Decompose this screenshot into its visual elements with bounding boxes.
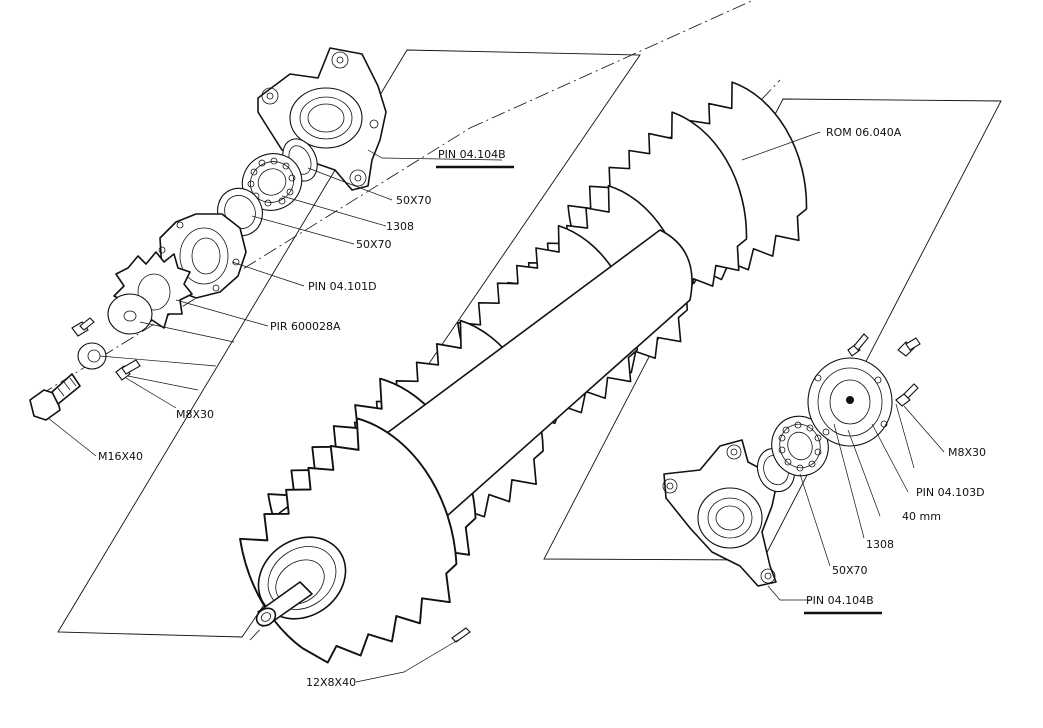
- spacer-washer: [107, 293, 153, 335]
- shaft-key: [451, 627, 471, 643]
- part-labels: PIN 04.104B ROM 06.040A 50X70 1308 50X70…: [98, 126, 986, 689]
- bolt-top-right-b: [847, 333, 869, 357]
- reference-plane-center: [57, 49, 641, 638]
- label-seal-50x70-c: 50X70: [832, 564, 868, 577]
- label-m16x40: M16X40: [98, 450, 143, 463]
- bolt-m8x30-left: [115, 359, 141, 381]
- label-pin-04-101d: PIN 04.101D: [308, 280, 377, 293]
- label-pin-04-104b-bottom: PIN 04.104B: [806, 594, 874, 607]
- bolt-m16x40: [29, 373, 81, 421]
- bolt-m8x30-right: [895, 383, 919, 407]
- label-bearing-1308-a: 1308: [386, 220, 414, 233]
- label-key-12x8x40: 12X8X40: [306, 676, 356, 689]
- small-washer: [77, 342, 107, 370]
- end-cover-pin-04-103d: [807, 357, 893, 447]
- bolt-small-left: [71, 317, 95, 337]
- bolt-top-right-a: [897, 337, 921, 357]
- label-40mm: 40 mm: [902, 510, 941, 523]
- label-pin-04-104b-top: PIN 04.104B: [438, 148, 506, 161]
- label-rom-06-040a: ROM 06.040A: [826, 126, 902, 139]
- flange-housing-bottom: [662, 439, 779, 587]
- bearing-1308-b: [771, 415, 829, 477]
- label-pin-04-103d: PIN 04.103D: [916, 486, 985, 499]
- label-pir-600028a: PIR 600028A: [270, 320, 341, 333]
- label-seal-50x70-b: 50X70: [356, 238, 392, 251]
- rotor-assembly: [219, 73, 818, 677]
- label-m8x30-right: M8X30: [948, 446, 986, 459]
- label-m8x30-left: M8X30: [176, 408, 214, 421]
- shaft-end: [255, 536, 347, 627]
- leader-lines: [47, 131, 945, 683]
- label-seal-50x70-a: 50X70: [396, 194, 432, 207]
- flange-housing-top: [257, 47, 387, 191]
- bearing-1308-a: [241, 153, 303, 211]
- label-bearing-1308-b: 1308: [866, 538, 894, 551]
